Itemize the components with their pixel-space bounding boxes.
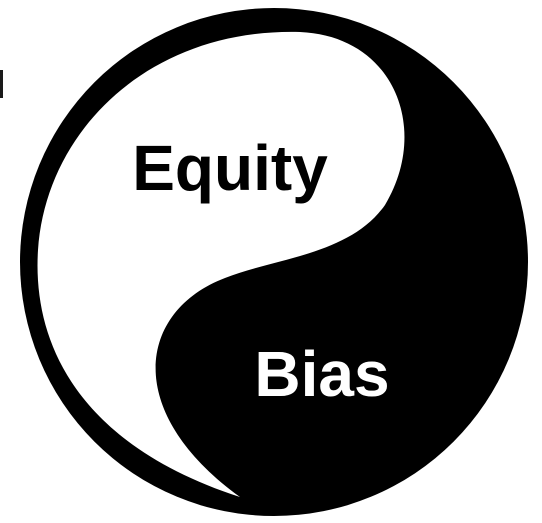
bottom-label: Bias [254,338,389,410]
edge-mark [0,70,3,98]
white-half [37,31,405,497]
top-label: Equity [132,132,328,204]
